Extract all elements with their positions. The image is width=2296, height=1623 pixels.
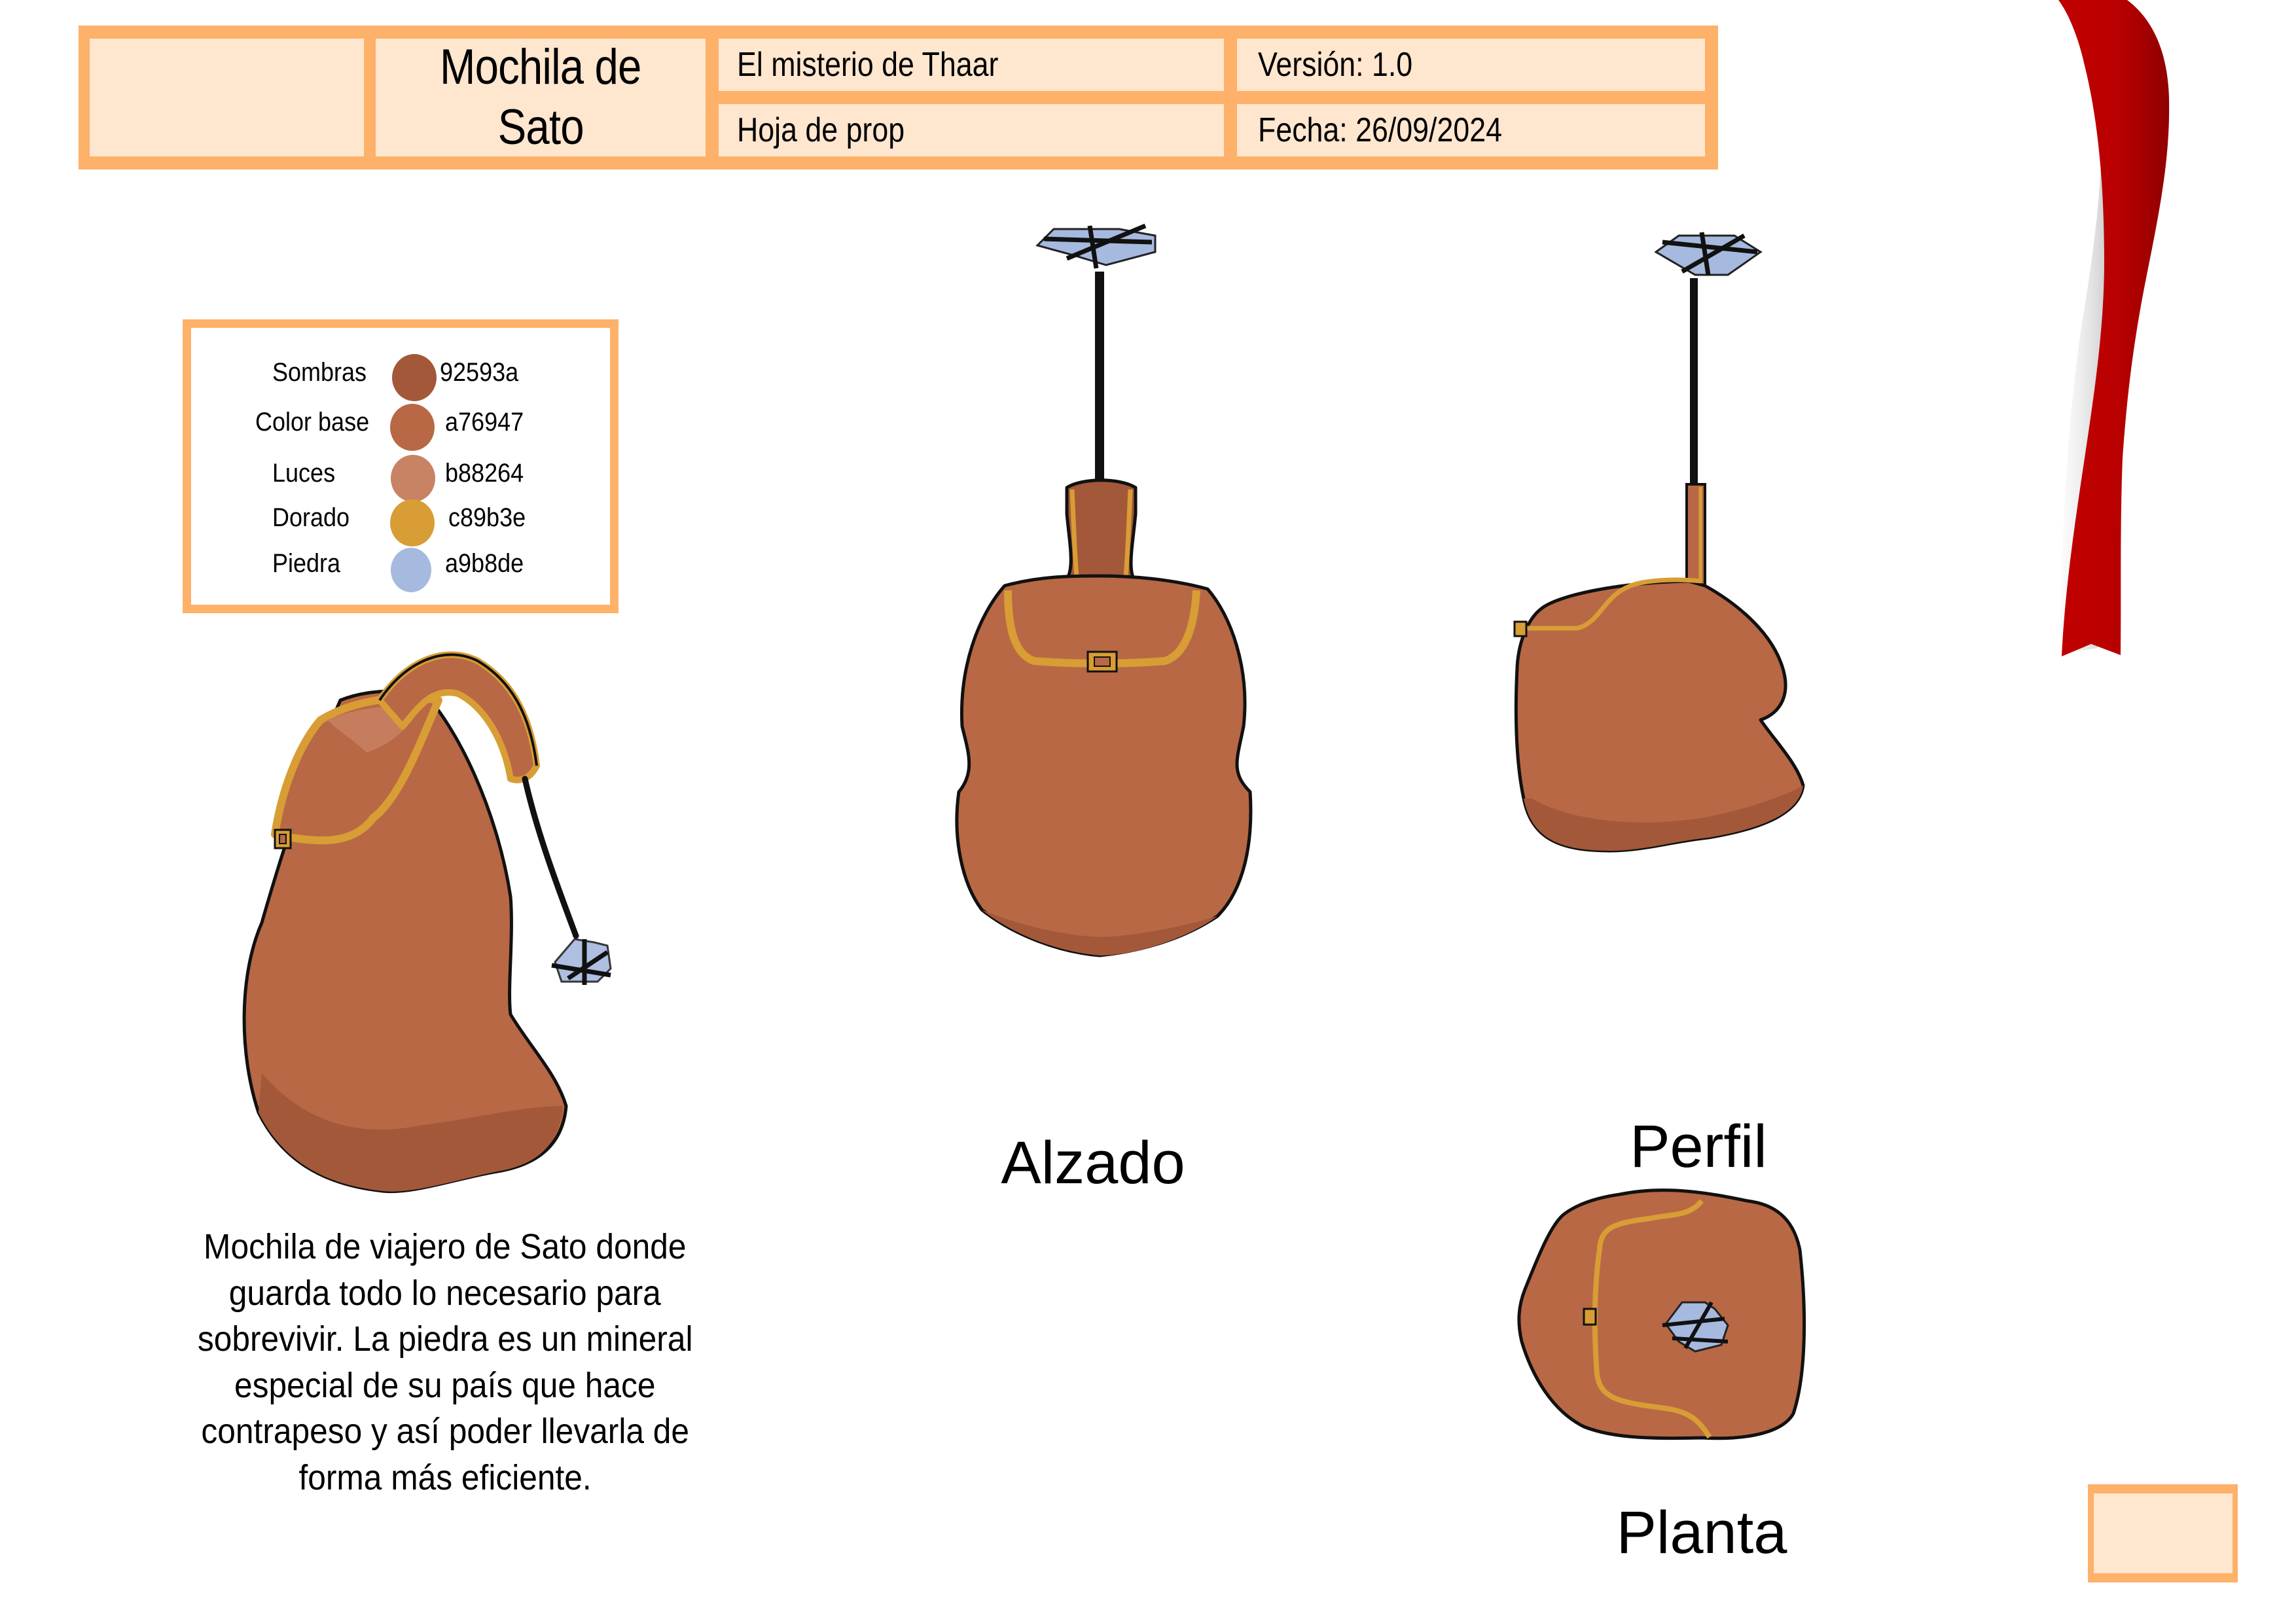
palette-color-name: Color base — [255, 408, 370, 437]
view-label-front: Alzado — [1001, 1130, 1185, 1196]
backpack-three-quarter-view — [242, 651, 612, 1194]
prop-title-line-1: Mochila de — [440, 39, 641, 95]
description-line: Mochila de viajero de Sato donde — [204, 1227, 687, 1266]
stone-cord — [522, 776, 579, 939]
palette-hex: c89b3e — [448, 503, 526, 532]
stone-icon — [1662, 1301, 1729, 1353]
project-name: El misterio de Thaar — [737, 46, 999, 84]
prop-title-line-2: Sato — [497, 99, 584, 155]
date-cell: Fecha: 26/09/2024 — [1237, 104, 1705, 156]
palette-color-name: Luces — [272, 459, 336, 488]
backpack-body — [1517, 1188, 1806, 1440]
signature-box — [2088, 1484, 2238, 1582]
palette-hex: a76947 — [445, 408, 524, 437]
project-cell: El misterio de Thaar — [719, 39, 1224, 91]
backpack-front-view — [955, 223, 1253, 957]
palette-swatch — [391, 548, 431, 592]
prop-description: Mochila de viajero de Sato donde guarda … — [151, 1224, 740, 1501]
palette-swatch — [391, 455, 435, 502]
description-line: guarda todo lo necesario para — [228, 1273, 662, 1313]
backpack-body — [955, 574, 1253, 957]
backpack-strap — [1058, 478, 1141, 588]
description-line: contrapeso y así poder llevarla de — [201, 1412, 689, 1451]
version-cell: Versión: 1.0 — [1237, 39, 1705, 91]
version-label: Versión: 1.0 — [1258, 46, 1413, 84]
side-strap — [1525, 577, 1702, 631]
view-label-side: Perfil — [1630, 1113, 1767, 1180]
signature-box-inner — [2094, 1493, 2233, 1573]
stone-icon — [1654, 232, 1763, 276]
backpack-bottom-shadow — [259, 1073, 563, 1192]
title-block: Mochila de Sato El misterio de Thaar Hoj… — [79, 26, 1718, 169]
backpack-bottom-shadow — [1524, 785, 1803, 851]
palette-swatch — [390, 499, 435, 546]
buckle-icon — [1086, 651, 1118, 673]
stone-icon — [1035, 223, 1157, 269]
palette-row: Color base a76947 — [191, 404, 610, 451]
prop-title-cell: Mochila de Sato — [376, 39, 706, 156]
backpack-top-view — [1517, 1188, 1806, 1440]
buckle-icon — [1513, 620, 1528, 637]
backpack-bottom-shadow — [982, 910, 1217, 955]
palette-hex: a9b8de — [445, 549, 524, 578]
palette-row: Dorado c89b3e — [191, 499, 610, 546]
ribbon-bookmark — [2042, 0, 2170, 656]
sheet-type: Hoja de prop — [737, 111, 905, 149]
logo-cell — [90, 39, 364, 156]
palette-color-name: Dorado — [272, 503, 350, 532]
backpack-side-view — [1513, 232, 1805, 853]
description-line: especial de su país que hace — [234, 1365, 656, 1405]
sheet-type-cell: Hoja de prop — [719, 104, 1224, 156]
palette-hex: 92593a — [440, 358, 519, 387]
description-line: sobrevivir. La piedra es un mineral — [197, 1319, 693, 1359]
color-palette: Sombras 92593a Color base a76947 Luces b… — [183, 319, 619, 613]
ribbon — [2058, 0, 2170, 656]
stone-icon — [551, 938, 612, 985]
palette-row: Piedra a9b8de — [191, 545, 610, 592]
palette-color-name: Piedra — [272, 549, 341, 578]
description-line: forma más eficiente. — [298, 1457, 592, 1497]
buckle-icon — [274, 829, 292, 849]
date-label: Fecha: 26/09/2024 — [1258, 111, 1502, 149]
buckle-icon — [1583, 1308, 1597, 1326]
palette-row: Luces b88264 — [191, 455, 610, 502]
palette-swatch — [392, 354, 437, 401]
view-label-top: Planta — [1616, 1499, 1787, 1566]
palette-color-name: Sombras — [272, 358, 367, 387]
palette-swatch — [390, 404, 435, 451]
palette-row: Sombras 92593a — [191, 354, 610, 401]
palette-hex: b88264 — [445, 459, 524, 488]
